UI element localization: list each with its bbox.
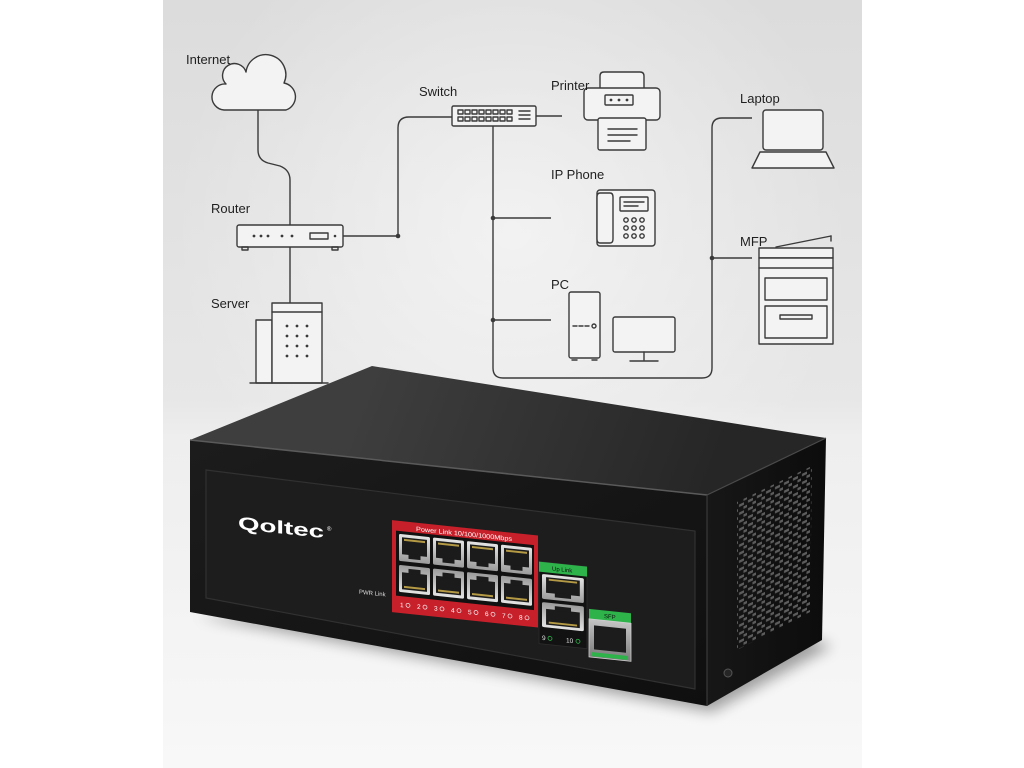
network-diagram: Internet Switch Printer Laptop Router IP… <box>186 52 835 384</box>
label-printer: Printer <box>551 78 590 93</box>
cloud-icon <box>211 53 297 111</box>
led-icon <box>524 615 530 621</box>
rj45-port <box>433 537 464 568</box>
port-number: 3 <box>434 606 438 613</box>
port-number: 6 <box>485 611 489 618</box>
pc-tower-icon <box>568 291 601 361</box>
uplink-port <box>542 602 584 632</box>
poe-port-numbers: 1 2 3 4 5 6 7 8 <box>400 602 523 622</box>
screw <box>723 668 733 678</box>
ventilation-grille <box>737 466 812 650</box>
port-led-indicators <box>405 602 530 621</box>
sfp-slot <box>594 625 626 653</box>
uplink-port <box>542 573 584 604</box>
led-icon <box>456 608 462 614</box>
label-router: Router <box>211 201 251 216</box>
poe-port-group: Power Link 10/100/1000Mbps 1 2 3 4 5 6 7 <box>392 520 538 628</box>
led-icon <box>507 613 513 619</box>
monitor-icon <box>612 316 676 362</box>
led-icon <box>405 602 411 608</box>
port-number: 5 <box>468 609 472 616</box>
rj45-port <box>467 572 498 603</box>
port-number: 8 <box>519 615 523 622</box>
printer-icon <box>583 71 661 151</box>
connection-switch-trunk <box>492 117 752 379</box>
pwr-link-label: PWR Link <box>359 590 387 599</box>
led-icon <box>575 638 581 644</box>
label-pc: PC <box>551 277 569 292</box>
switch-icon <box>451 105 537 127</box>
rj45-port <box>501 544 532 575</box>
port-number: 7 <box>502 613 506 620</box>
brand-registered-mark: ® <box>327 525 332 533</box>
junction-dot <box>395 233 401 239</box>
device-top-edge <box>189 439 708 496</box>
device-top-face <box>190 366 826 495</box>
port-number: 10 <box>566 637 574 645</box>
label-server: Server <box>211 296 250 311</box>
junction-dot <box>490 317 496 323</box>
junction-dot <box>709 255 715 261</box>
label-switch: Switch <box>419 84 457 99</box>
led-icon <box>473 610 479 615</box>
server-icon <box>249 302 329 384</box>
led-icon <box>422 604 428 610</box>
uplink-label-strip <box>539 561 587 577</box>
label-laptop: Laptop <box>740 91 780 106</box>
junction-dot <box>490 215 496 221</box>
device-side-top-edge <box>706 437 827 496</box>
port-number: 1 <box>400 602 404 609</box>
rj45-port <box>501 575 532 606</box>
mfp-icon <box>758 235 834 345</box>
connection-internet-router <box>257 110 291 225</box>
sfp-port-group: SFP <box>588 608 632 662</box>
router-icon <box>236 224 344 251</box>
rj45-port <box>399 564 430 596</box>
uplink-port-group: Up Link 9 10 <box>538 561 588 650</box>
led-icon <box>439 606 445 612</box>
led-icon <box>490 611 496 617</box>
led-icon <box>547 635 553 641</box>
label-internet: Internet <box>186 52 230 67</box>
laptop-icon <box>751 109 835 169</box>
poe-port-well <box>396 530 534 611</box>
sfp-group-label: SFP <box>604 614 616 621</box>
uplink-group-label: Up Link <box>552 567 573 575</box>
rj45-port <box>399 533 430 565</box>
connection-router-switch <box>343 116 452 237</box>
port-number: 2 <box>417 604 421 611</box>
port-number: 9 <box>542 635 546 642</box>
poe-switch-device: Qoltec ® PWR Link Power Link 10/100/1000… <box>189 366 832 712</box>
ip-phone-icon <box>596 189 656 247</box>
rj45-port <box>467 541 498 572</box>
label-ip-phone: IP Phone <box>551 167 604 182</box>
port-number: 4 <box>451 607 455 614</box>
sfp-latch <box>592 652 628 660</box>
rj45-port <box>433 568 464 599</box>
label-mfp: MFP <box>740 234 767 249</box>
